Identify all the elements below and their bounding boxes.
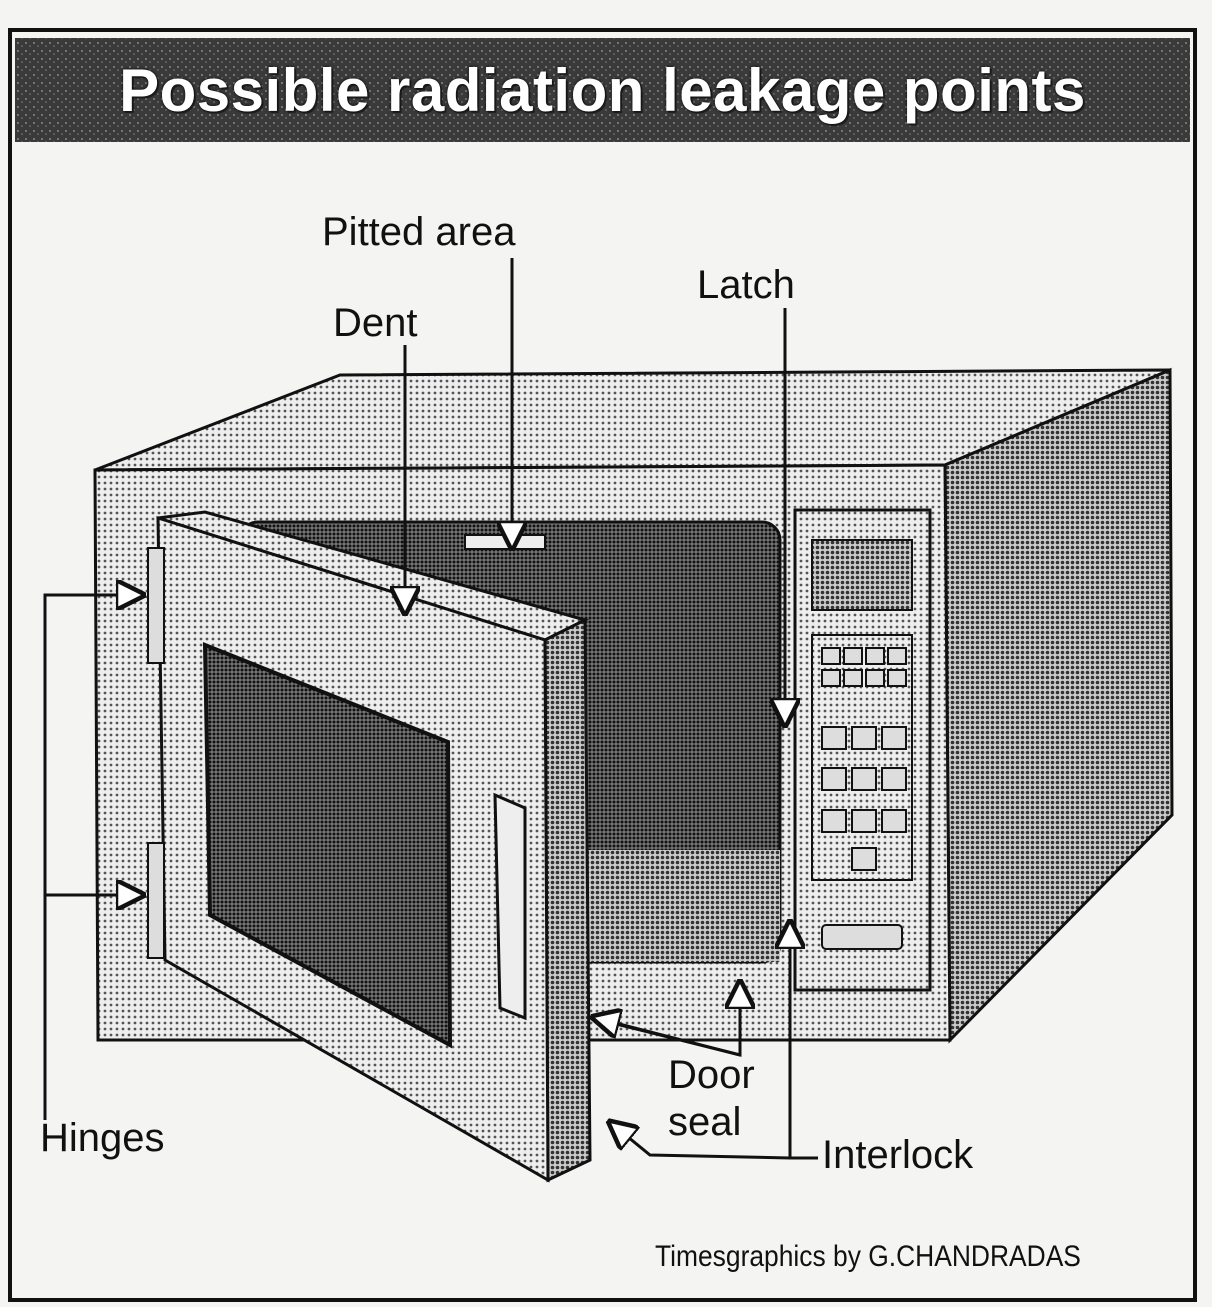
page-title: Possible radiation leakage points xyxy=(119,56,1086,124)
label-pitted-area: Pitted area xyxy=(322,210,516,254)
credit-line: Timesgraphics by G.CHANDRADAS xyxy=(655,1240,1081,1273)
door-handle xyxy=(493,792,527,1021)
label-hinges: Hinges xyxy=(40,1116,165,1160)
oven-side xyxy=(943,367,1174,1044)
cavity-floor xyxy=(560,850,780,962)
display xyxy=(811,539,913,611)
title-bar xyxy=(15,38,1190,142)
frame-border xyxy=(8,28,1197,1302)
hinge-top xyxy=(147,547,165,664)
hinge-bottom xyxy=(147,842,165,959)
label-seal: seal xyxy=(668,1100,742,1144)
label-dent: Dent xyxy=(333,301,418,345)
keypad-buttons xyxy=(821,647,907,950)
pitted-area-mark xyxy=(464,534,546,550)
door-window xyxy=(202,642,453,1049)
label-door: Door xyxy=(668,1053,755,1097)
label-latch: Latch xyxy=(697,263,795,307)
leader-arrows xyxy=(43,258,818,1160)
label-interlock: Interlock xyxy=(822,1133,974,1177)
door-side-edge xyxy=(543,617,592,1183)
